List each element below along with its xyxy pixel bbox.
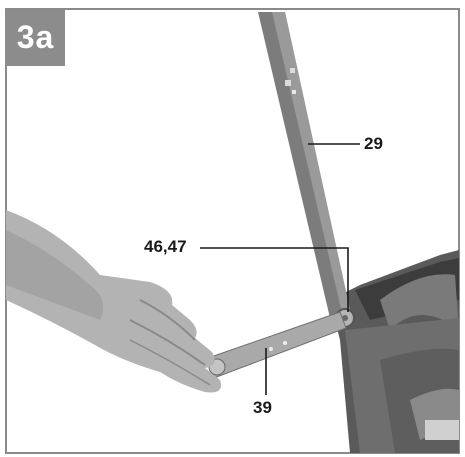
leader-lines [200, 143, 360, 395]
leader-line-bolt [200, 247, 349, 312]
callout-handle: 29 [364, 134, 383, 153]
callout-bolt: 46,47 [144, 237, 187, 256]
hand-arm [6, 210, 221, 393]
callout-strut: 39 [253, 398, 272, 417]
handle-bar [258, 12, 350, 318]
machine-body [330, 250, 459, 453]
step-badge: 3a [6, 9, 65, 66]
strut-bar [207, 311, 347, 379]
